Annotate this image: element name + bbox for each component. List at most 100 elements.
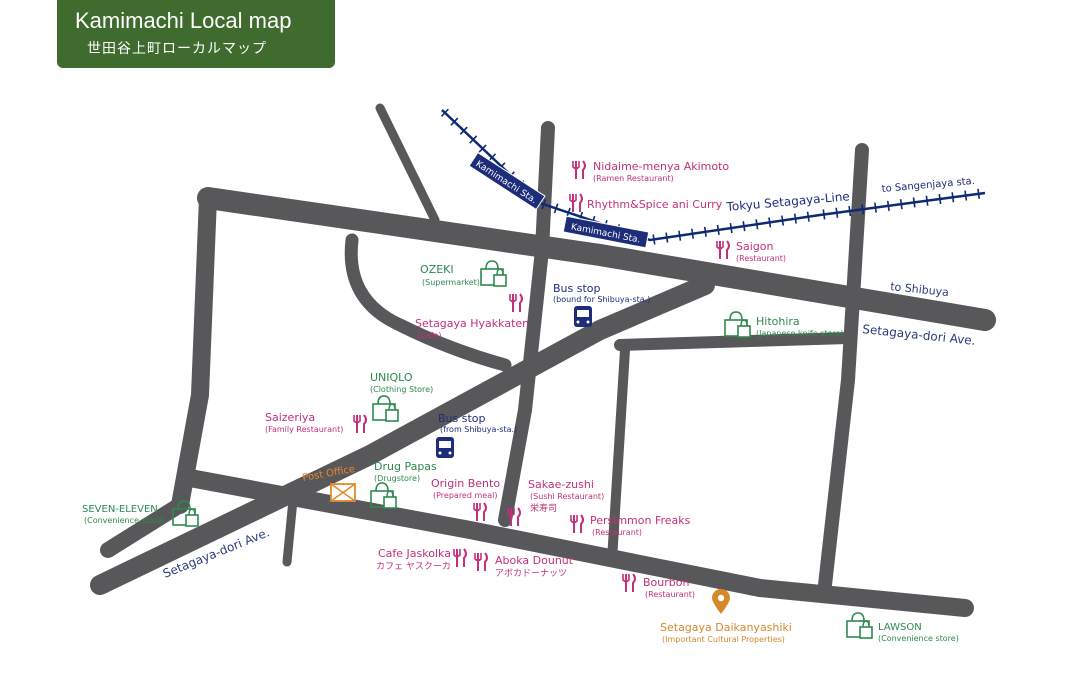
- poi-uniqlo[interactable]: UNIQLO (Clothing Store): [370, 371, 433, 422]
- railway-tie: [450, 117, 459, 126]
- fork-knife-icon: [353, 414, 367, 434]
- shopping-bag-icon: [372, 395, 399, 422]
- poi-name: Sakae-zushi: [528, 478, 594, 491]
- railway-tie: [848, 205, 852, 217]
- railway-tie: [886, 200, 890, 211]
- poi-name: LAWSON: [878, 622, 922, 633]
- railway-tie: [742, 221, 746, 232]
- poi-name: Bourbon: [643, 576, 689, 589]
- location-pin-icon: [712, 589, 730, 614]
- railway-tie: [912, 197, 916, 208]
- poi-saizeriya[interactable]: Saizeriya (Family Restaurant): [265, 411, 367, 434]
- map-title-box: Kamimachi Local map 世田谷上町ローカルマップ: [57, 0, 335, 68]
- poi-name: Drug Papas: [374, 460, 437, 473]
- railway-tie: [964, 190, 968, 201]
- railway-tie: [861, 204, 865, 215]
- road-west-vertical: [171, 189, 217, 514]
- poi-ozeki[interactable]: OZEKI (Supermarket): [420, 260, 507, 287]
- poi-bourbon[interactable]: Bourbon (Restaurant): [622, 573, 695, 599]
- bus-icon: [436, 437, 454, 458]
- poi-rhythm-spice[interactable]: Rhythm&Spice ani Curry: [569, 193, 723, 213]
- railway-tie: [781, 215, 785, 226]
- poi-name: Cafe Jaskolka: [378, 547, 451, 560]
- poi-saigon[interactable]: Saigon (Restaurant): [716, 240, 786, 263]
- poi-name: OZEKI: [420, 263, 454, 276]
- railway-tie: [440, 108, 449, 117]
- poi-type: (Cafe): [417, 331, 441, 340]
- road-south-spur: [282, 495, 298, 567]
- poi-name: SEVEN-ELEVEN: [82, 504, 158, 515]
- to-sangenjaya-label: to Sangenjaya sta.: [881, 176, 975, 195]
- poi-name-ja: 栄寿司: [530, 502, 557, 514]
- poi-type: (Restaurant): [736, 254, 786, 263]
- poi-name: UNIQLO: [370, 371, 413, 384]
- railway-tie: [665, 232, 669, 243]
- poi-cafe-jaskolka[interactable]: Cafe Jaskolka カフェ ヤスクーカ: [376, 547, 467, 572]
- to-shibuya-label: to Shibuya: [890, 280, 950, 299]
- railway-tie: [793, 213, 797, 224]
- poi-hitohira[interactable]: Hitohira (Japanese knife store): [724, 311, 844, 338]
- poi-bus-stop-north[interactable]: Bus stop (bound for Shibuya-sta.): [553, 282, 650, 327]
- poi-name: Saizeriya: [265, 411, 315, 424]
- poi-lawson[interactable]: LAWSON (Convenience store): [846, 612, 959, 643]
- railway-tie: [566, 207, 571, 218]
- poi-nidaime-menya-akimoto[interactable]: Nidaime-menya Akimoto (Ramen Restaurant): [572, 160, 729, 183]
- road-diagonal-setagaya-dori: [90, 275, 715, 595]
- railway-tie: [899, 199, 903, 210]
- poi-type: (Japanese knife store): [756, 329, 844, 338]
- railway-tie: [691, 228, 695, 239]
- shopping-bag-icon: [724, 311, 751, 338]
- poi-aboka-dounut[interactable]: Aboka Dounut アボカドーナッツ: [474, 552, 574, 579]
- poi-name: Aboka Dounut: [495, 554, 574, 567]
- railway-tie: [469, 135, 478, 144]
- poi-type: (Supermarket): [422, 278, 480, 287]
- poi-setagaya-daikanyashiki[interactable]: Setagaya Daikanyashiki (Important Cultur…: [660, 589, 792, 644]
- road-west-spur: [100, 497, 188, 558]
- poi-type: (Family Restaurant): [265, 425, 343, 434]
- poi-type: (Prepared meal): [433, 491, 497, 500]
- railway: [440, 108, 986, 245]
- fork-knife-icon: [716, 240, 730, 260]
- station-label-1: Kamimachi Sta.: [474, 159, 539, 206]
- railway-line-label: Tokyu Setagaya-Line: [725, 189, 850, 214]
- railway-tie: [806, 211, 810, 222]
- fork-knife-icon: [569, 193, 583, 213]
- road-network: [90, 103, 996, 617]
- road-east-vertical: [818, 143, 869, 592]
- fork-knife-icon: [473, 502, 487, 522]
- poi-name: Setagaya Hyakkaten: [415, 317, 529, 330]
- fork-knife-icon: [509, 293, 523, 313]
- poi-persimmon-freaks[interactable]: Persimmon Freaks (Restaurant): [570, 514, 691, 537]
- road-north-diagonal: [375, 103, 440, 225]
- poi-name: Rhythm&Spice ani Curry: [587, 198, 723, 211]
- poi-origin-bento[interactable]: Origin Bento (Prepared meal): [431, 477, 500, 522]
- fork-knife-icon: [474, 552, 488, 572]
- poi-bus-stop-south[interactable]: Bus stop (from Shibuya-sta.): [436, 412, 517, 458]
- railway-tie: [822, 209, 826, 220]
- road-inner-loop: [344, 233, 512, 372]
- poi-seven-eleven[interactable]: SEVEN-ELEVEN (Convenience store): [82, 500, 199, 527]
- poi-setagaya-hyakkaten[interactable]: Setagaya Hyakkaten (Cafe): [415, 293, 529, 340]
- poi-name: Origin Bento: [431, 477, 500, 490]
- envelope-icon: [330, 483, 356, 502]
- poi-type: (Ramen Restaurant): [593, 174, 674, 183]
- station-kamimachi-1[interactable]: Kamimachi Sta.: [468, 151, 546, 211]
- poi-type: (Convenience store): [84, 516, 165, 525]
- fork-knife-icon: [572, 160, 586, 180]
- poi-type: (Drugstore): [374, 474, 420, 483]
- fork-knife-icon: [622, 573, 636, 593]
- map-title: Kamimachi Local map: [75, 8, 292, 33]
- road-inner-east: [614, 332, 854, 351]
- poi-type: (bound for Shibuya-sta.): [553, 295, 650, 304]
- poi-name: Setagaya Daikanyashiki: [660, 621, 792, 634]
- poi-type: (Convenience store): [878, 634, 959, 643]
- railway-tie: [951, 192, 955, 203]
- poi-sakae-zushi[interactable]: Sakae-zushi (Sushi Restaurant) 栄寿司: [507, 478, 604, 527]
- shopping-bag-icon: [480, 260, 507, 287]
- poi-drug-papas[interactable]: Drug Papas (Drugstore): [370, 460, 437, 509]
- railway-tie: [553, 203, 559, 214]
- railway-tie: [716, 224, 720, 236]
- railway-line: [441, 109, 986, 242]
- map-subtitle-ja: 世田谷上町ローカルマップ: [87, 41, 267, 57]
